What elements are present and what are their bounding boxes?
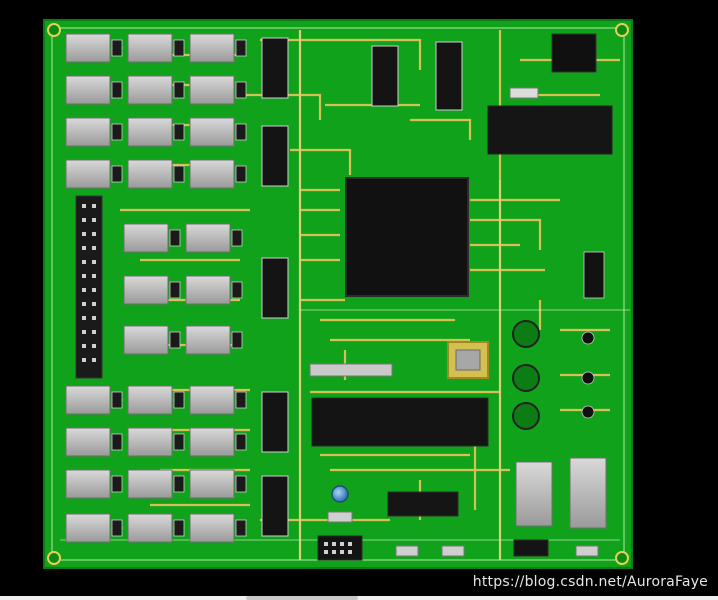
left-connector <box>75 195 103 379</box>
right-side-components <box>512 251 607 529</box>
silver-pads <box>65 33 235 543</box>
bottom-strip <box>0 596 718 600</box>
bottom-connectors <box>317 485 599 561</box>
mid-bottom-components <box>309 341 489 517</box>
smd-parts <box>111 39 247 537</box>
watermark-text: https://blog.csdn.net/AuroraFaye <box>472 574 708 590</box>
ic-chips <box>261 37 463 537</box>
main-processor-chip <box>345 177 469 297</box>
horizontal-scroll-thumb[interactable] <box>246 596 358 600</box>
top-right-chips <box>487 33 613 155</box>
